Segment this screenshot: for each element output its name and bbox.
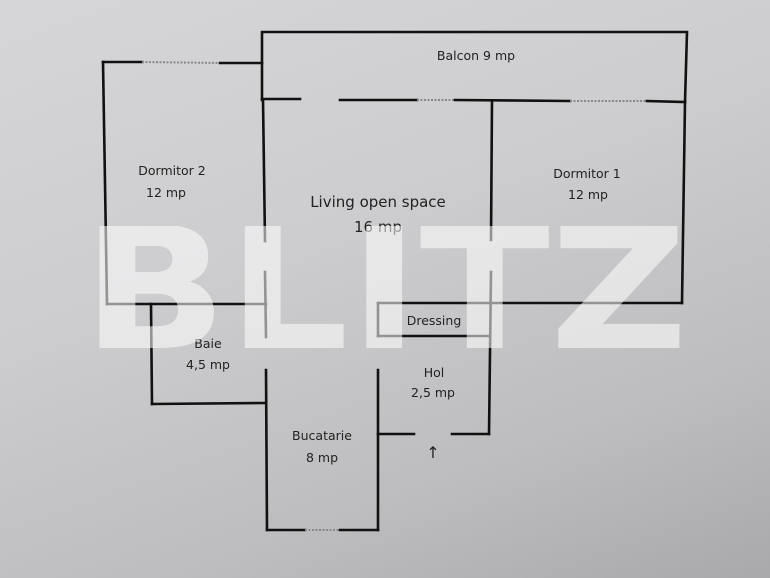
room-area-dormitor-1: 12 mp bbox=[568, 187, 608, 202]
room-label-bucatarie: Bucatarie bbox=[292, 428, 352, 443]
entrance-arrow-icon: ↑ bbox=[426, 443, 439, 462]
bathroom-walls bbox=[149, 302, 267, 406]
living-walls bbox=[261, 98, 494, 436]
balcony-walls bbox=[260, 30, 689, 104]
room-area-bucatarie: 8 mp bbox=[306, 450, 338, 465]
room-label-balcon: Balcon 9 mp bbox=[437, 48, 515, 63]
room-label-dressing: Dressing bbox=[407, 313, 462, 328]
room-area-baie: 4,5 mp bbox=[186, 357, 230, 372]
bedroom-2-walls bbox=[101, 60, 268, 306]
bedroom-1-walls bbox=[376, 100, 687, 305]
room-label-dormitor-2: Dormitor 2 bbox=[138, 163, 205, 178]
room-area-dormitor-2: 12 mp bbox=[146, 185, 186, 200]
room-label-living: Living open space bbox=[310, 193, 446, 211]
room-area-hol: 2,5 mp bbox=[411, 385, 455, 400]
kitchen-walls bbox=[264, 368, 380, 532]
dressing-walls bbox=[376, 301, 492, 338]
room-label-dormitor-1: Dormitor 1 bbox=[553, 166, 620, 181]
room-area-living: 16 mp bbox=[354, 218, 402, 236]
room-label-baie: Baie bbox=[194, 336, 222, 351]
room-label-hol: Hol bbox=[424, 365, 445, 380]
